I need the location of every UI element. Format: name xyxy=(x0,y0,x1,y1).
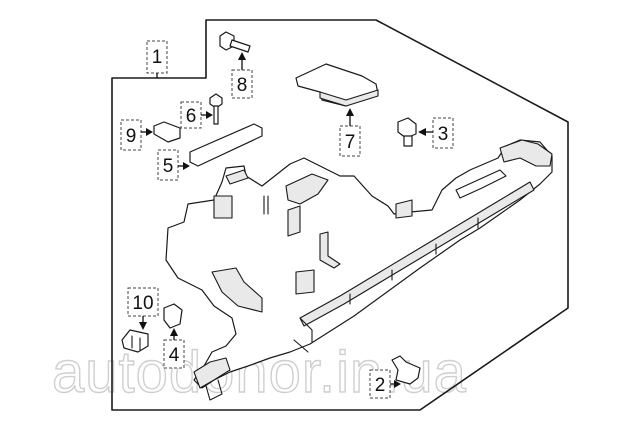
callout-box xyxy=(432,117,454,149)
part-9-block xyxy=(153,121,181,143)
callout-label: 1 xyxy=(152,47,163,68)
part-10-connector xyxy=(121,329,149,353)
callout-3: 3 xyxy=(418,117,454,149)
callout-label: 3 xyxy=(438,124,449,145)
callout-label: 8 xyxy=(237,75,248,96)
part-6-screw xyxy=(209,93,223,125)
callout-6: 6 xyxy=(180,101,213,129)
callout-box xyxy=(369,369,391,399)
callout-10: 10 xyxy=(127,287,159,330)
part-7-module xyxy=(295,63,379,107)
part-8-bolt xyxy=(219,31,251,53)
callout-7: 7 xyxy=(339,108,361,157)
callout-label: 6 xyxy=(186,106,197,127)
part-3-clip xyxy=(397,117,417,147)
callout-label: 7 xyxy=(345,132,356,153)
callout-2: 2 xyxy=(369,369,401,399)
callout-label: 4 xyxy=(169,345,180,366)
callout-box xyxy=(120,119,142,151)
callout-5: 5 xyxy=(157,149,190,181)
callout-label: 2 xyxy=(375,375,386,396)
assembly-boundary xyxy=(111,19,569,411)
callout-4: 4 xyxy=(163,328,185,369)
callout-1: 1 xyxy=(146,40,168,78)
part-5-strip xyxy=(189,123,263,167)
part-2-bolt xyxy=(391,355,421,385)
part-4-clip xyxy=(163,303,183,329)
callout-box xyxy=(157,149,179,181)
main-panel-part-1 xyxy=(165,139,553,401)
callout-label: 9 xyxy=(126,126,137,147)
callout-8: 8 xyxy=(231,52,253,99)
callout-label: 5 xyxy=(163,156,174,177)
callout-9: 9 xyxy=(120,119,153,151)
callout-label: 10 xyxy=(132,293,153,314)
